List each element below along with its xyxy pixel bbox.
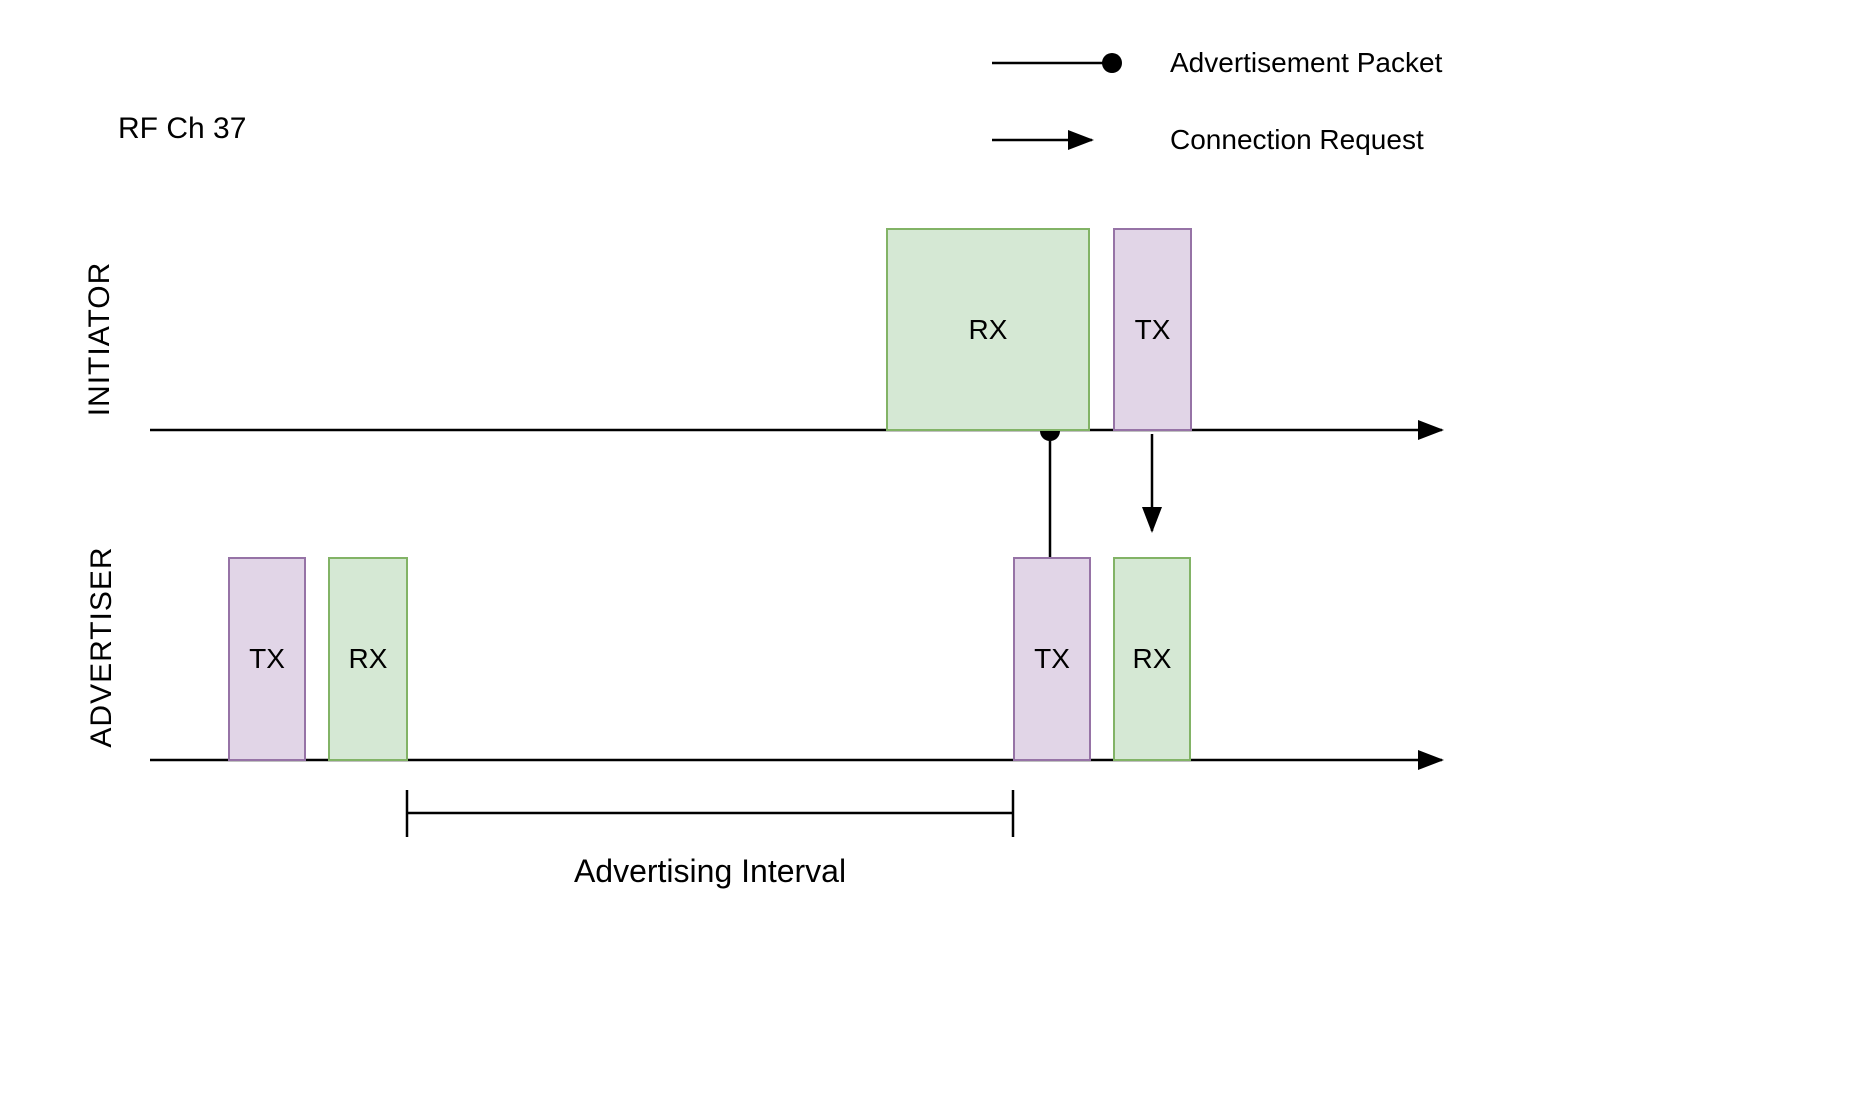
advertiser-rx2-box: RX [1113,557,1191,761]
legend-advertisement-packet-label: Advertisement Packet [1170,47,1443,78]
advertisement-packet-connector [1040,421,1060,557]
initiator-rx-box: RX [886,228,1090,431]
advertising-interval-label: Advertising Interval [573,853,847,889]
advertiser-rx1-label: RX [348,643,388,674]
legend-connection-request-label: Connection Request [1170,124,1424,155]
legend-advertisement-packet-symbol [992,53,1122,73]
initiator-tx-box: TX [1113,228,1192,431]
initiator-rx-label: RX [968,313,1008,345]
initiator-lane-label: INITIATOR [83,261,116,417]
advertiser-rx1-box: RX [328,557,408,761]
rf-channel-label: RF Ch 37 [118,112,247,145]
advertiser-tx1-box: TX [228,557,306,761]
initiator-tx-label: TX [1134,313,1171,345]
advertiser-tx2-label: TX [1034,643,1070,674]
advertiser-rx2-label: RX [1132,643,1172,674]
advertiser-tx1-label: TX [249,643,285,674]
advertiser-tx2-box: TX [1013,557,1091,761]
advertising-interval-bracket [405,790,1015,837]
advertiser-lane-label: ADVERTISER [85,546,118,748]
